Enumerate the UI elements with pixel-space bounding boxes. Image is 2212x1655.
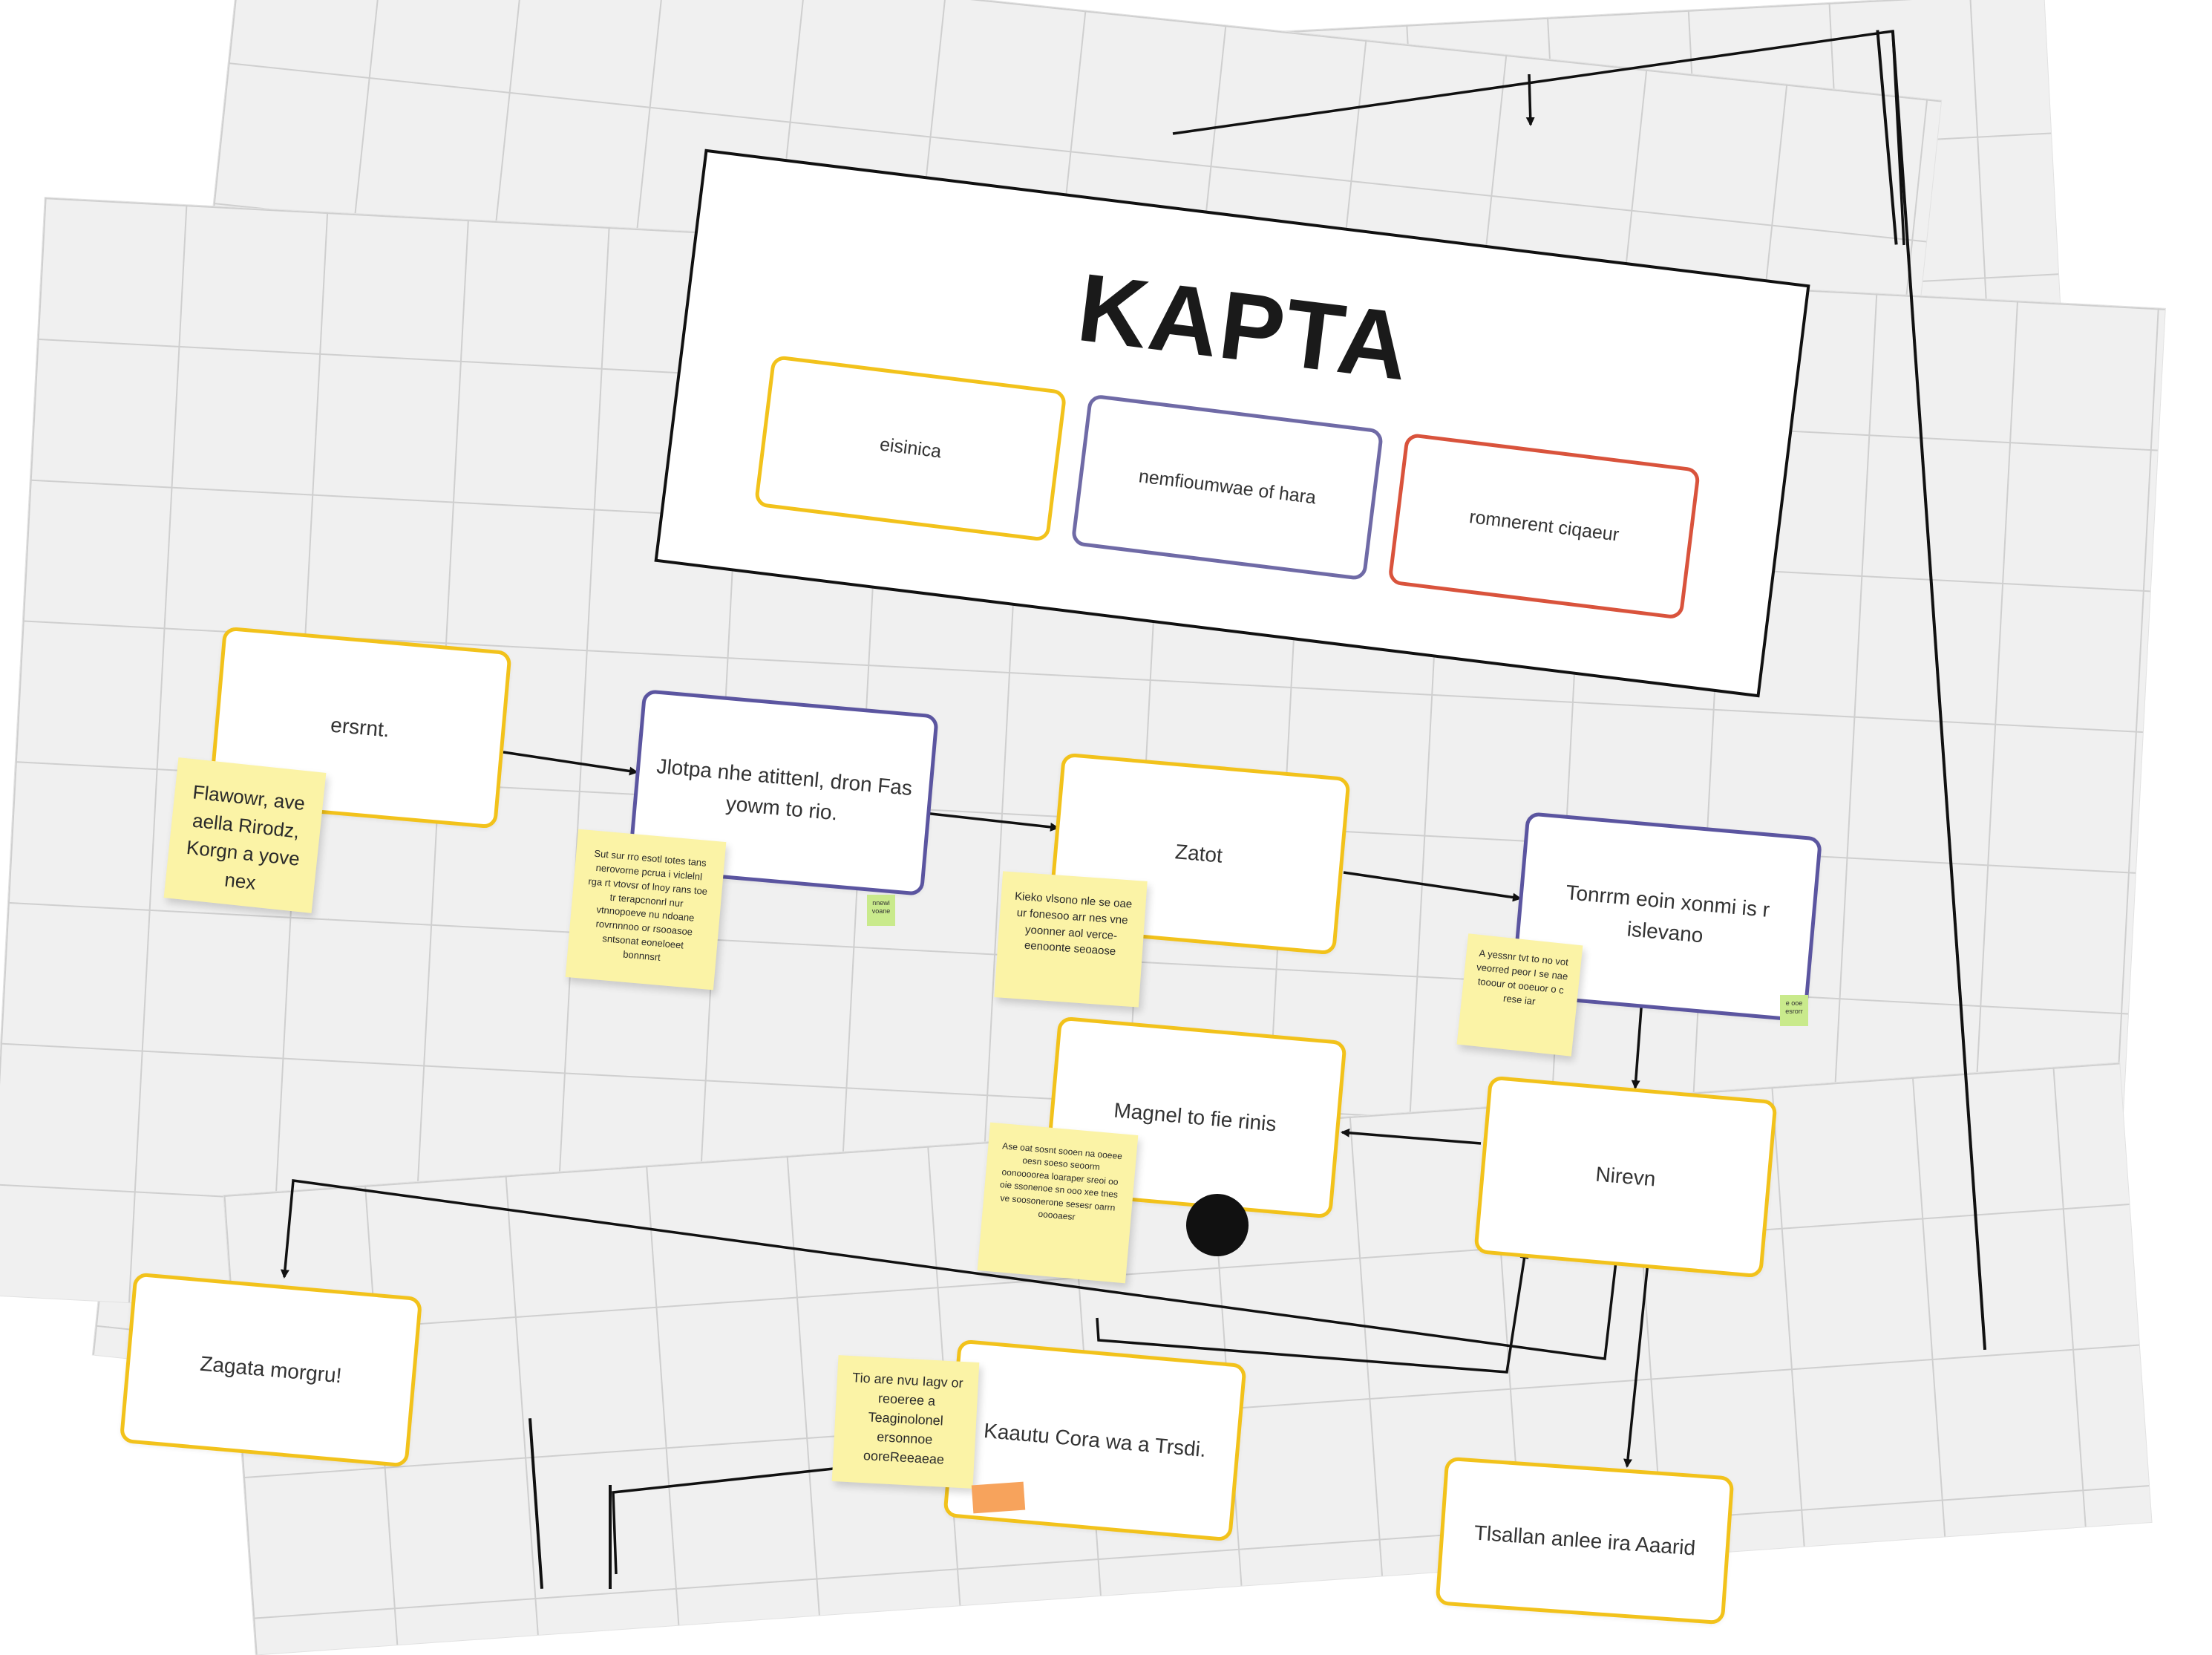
sticky-text: Tio are nvu Iagv or reoeree a Teaginolon… <box>851 1370 964 1468</box>
card-label: Jlotpa nhe atittenl, dron Fas yowm to ri… <box>655 754 914 824</box>
card-label: Zagata morgru! <box>199 1351 343 1388</box>
card-label: Nirevn <box>1594 1162 1657 1191</box>
sticky-note[interactable]: Kieko vlsono nle se oae ur fonesoo arr n… <box>994 871 1148 1008</box>
sticky-note[interactable]: Sut sur rro esotl totes tans nerovorne p… <box>565 829 727 990</box>
marker-dot[interactable] <box>1186 1194 1249 1256</box>
sticky-text: Kieko vlsono nle se oae ur fonesoo arr n… <box>1014 889 1133 959</box>
flow-card-step5[interactable]: Nirevn <box>1473 1075 1778 1279</box>
sticky-text: Ase oat sosnt sooen na ooeee oesn soeso … <box>999 1140 1123 1223</box>
frame-line <box>609 1485 612 1589</box>
sticky-note[interactable]: A yessnr tvt to no vot veorred peor I se… <box>1456 933 1583 1057</box>
flow-card-step6[interactable]: Zagata morgru! <box>119 1272 423 1468</box>
card-label: Magnel to fie rinis <box>1113 1098 1277 1136</box>
card-label: Tlsallan anlee ira Aaarid <box>1473 1521 1697 1560</box>
sticky-text: A yessnr tvt to no vot veorred peor I se… <box>1476 947 1569 1007</box>
card-label: Kaautu Cora wa a Trsdi. <box>983 1418 1208 1462</box>
sticky-text: Flawowr, ave aella Rirodz, Korgn a yove … <box>185 780 307 894</box>
card-label: ersrnt. <box>330 713 390 742</box>
tag-label[interactable]: nnewi voane <box>867 895 895 926</box>
tag-text: nnewi voane <box>871 899 891 915</box>
sticky-note[interactable]: Flawowr, ave aella Rirodz, Korgn a yove … <box>163 757 327 913</box>
tag-label[interactable]: e ooe esrorr <box>1780 995 1808 1026</box>
orange-tag[interactable] <box>971 1481 1026 1514</box>
card-label: Zatot <box>1174 840 1224 867</box>
sticky-text: Sut sur rro esotl totes tans nerovorne p… <box>587 847 708 963</box>
sticky-note[interactable]: Tio are nvu Iagv or reoeree a Teaginolon… <box>831 1355 980 1489</box>
tag-text: e ooe esrorr <box>1785 999 1803 1015</box>
sticky-note[interactable]: Ase oat sosnt sooen na ooeee oesn soeso … <box>977 1122 1139 1284</box>
legend-card-red[interactable]: romnerent ciqaeur <box>1387 432 1701 620</box>
flow-card-step8[interactable]: Tlsallan anlee ira Aaarid <box>1435 1456 1735 1625</box>
legend-label: nemfioumwae of hara <box>1137 466 1318 509</box>
legend-card-yellow[interactable]: eisinica <box>753 354 1067 543</box>
legend-label: eisinica <box>878 434 943 463</box>
legend-label: romnerent ciqaeur <box>1467 506 1620 546</box>
legend-card-purple[interactable]: nemfioumwae of hara <box>1070 394 1384 581</box>
